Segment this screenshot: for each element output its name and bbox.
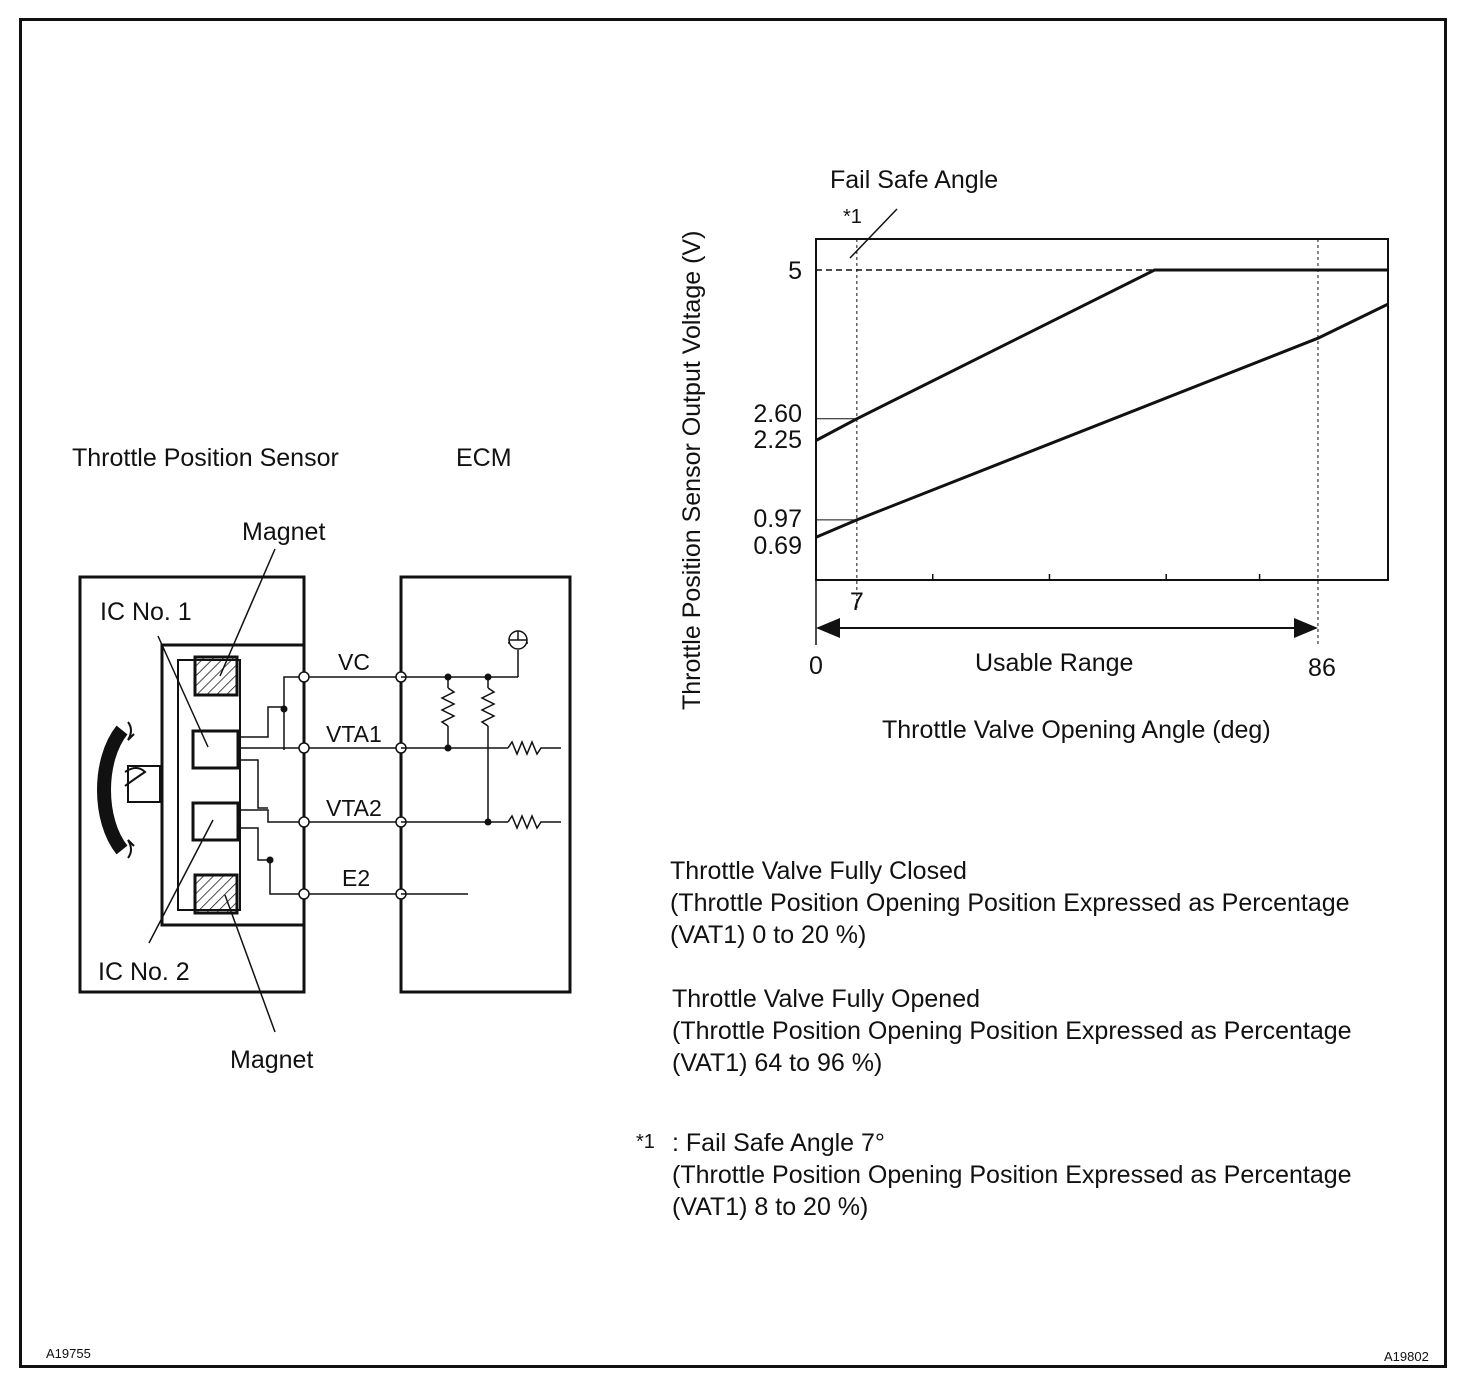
y-tick-label: 0.69 [753,532,802,560]
note-failsafe-line2: (Throttle Position Opening Position Expr… [672,1161,1352,1189]
magnet-bottom-label: Magnet [230,1046,313,1074]
x-tick-label: 0 [809,652,823,680]
x-tick-label: 86 [1308,654,1336,682]
ecm-title: ECM [456,444,512,472]
circuit-diagram: Throttle Position Sensor ECM [72,444,572,1074]
terminal-vta2: VTA2 [326,795,382,821]
magnet-top-leader [219,548,276,677]
note-closed-line3: (VAT1) 0 to 20 %) [670,921,867,949]
note-failsafe-line3: (VAT1) 8 to 20 %) [672,1193,869,1221]
ic2-label: IC No. 2 [98,958,190,986]
y-tick-label: 2.60 [753,400,802,428]
note-fully-closed: Throttle Valve Fully Closed (Throttle Po… [670,855,1350,951]
magnet-bottom [193,873,239,915]
page-frame [19,18,1447,1368]
terminal-vta1: VTA1 [326,721,382,747]
ic1-leader [157,635,209,748]
sensor-box [78,575,306,994]
internal-wiring [238,676,304,895]
terminal-e2: E2 [342,865,370,891]
plot-area [815,238,1389,581]
fail-safe-leader [849,208,898,259]
harness-wires [304,676,401,895]
ic-no2 [191,801,240,842]
note-fail-safe: : Fail Safe Angle 7° (Throttle Position … [672,1127,1352,1223]
y-tick-label: 5 [788,257,802,285]
series-line-2 [815,302,1389,539]
ic1-label: IC No. 1 [100,598,192,626]
footnote-marker: *1 [636,1131,655,1153]
ecm-internal-wiring [401,642,561,895]
fail-safe-angle-label: Fail Safe Angle [830,166,998,194]
x-tick-label: 7 [850,588,864,616]
rotation-icon [97,721,161,859]
note-opened-title: Throttle Valve Fully Opened [672,985,981,1013]
note-opened-line3: (VAT1) 64 to 96 %) [672,1049,883,1077]
ic2-leader [148,819,214,944]
ecm-box [399,575,572,994]
magnet-bottom-leader [224,894,276,1033]
note-closed-title: Throttle Valve Fully Closed [670,857,967,885]
note-fully-opened: Throttle Valve Fully Opened (Throttle Po… [672,983,1352,1079]
magnet-top-label: Magnet [242,518,325,546]
figure-code-right: A19802 [1384,1349,1429,1364]
terminal-vc: VC [338,649,370,675]
note-failsafe-title: : Fail Safe Angle 7° [672,1129,885,1157]
note-closed-line2: (Throttle Position Opening Position Expr… [670,889,1350,917]
tps-title: Throttle Position Sensor [72,444,339,472]
output-voltage-chart: Fail Safe Angle *1 Throttle Position Sen… [678,166,1389,744]
ic-frame [177,659,241,911]
magnet-top [193,655,239,697]
fail-safe-marker: *1 [843,206,862,228]
y-axis-label: Throttle Position Sensor Output Voltage … [678,231,706,710]
y-tick-label: 2.25 [753,426,802,454]
ic-no1 [191,729,240,770]
y-tick-label: 0.97 [753,505,802,533]
usable-range-label: Usable Range [975,649,1133,677]
note-opened-line2: (Throttle Position Opening Position Expr… [672,1017,1352,1045]
series-line-1 [815,268,1388,442]
x-axis-label: Throttle Valve Opening Angle (deg) [882,716,1271,744]
figure-code-left: A19755 [46,1346,91,1361]
